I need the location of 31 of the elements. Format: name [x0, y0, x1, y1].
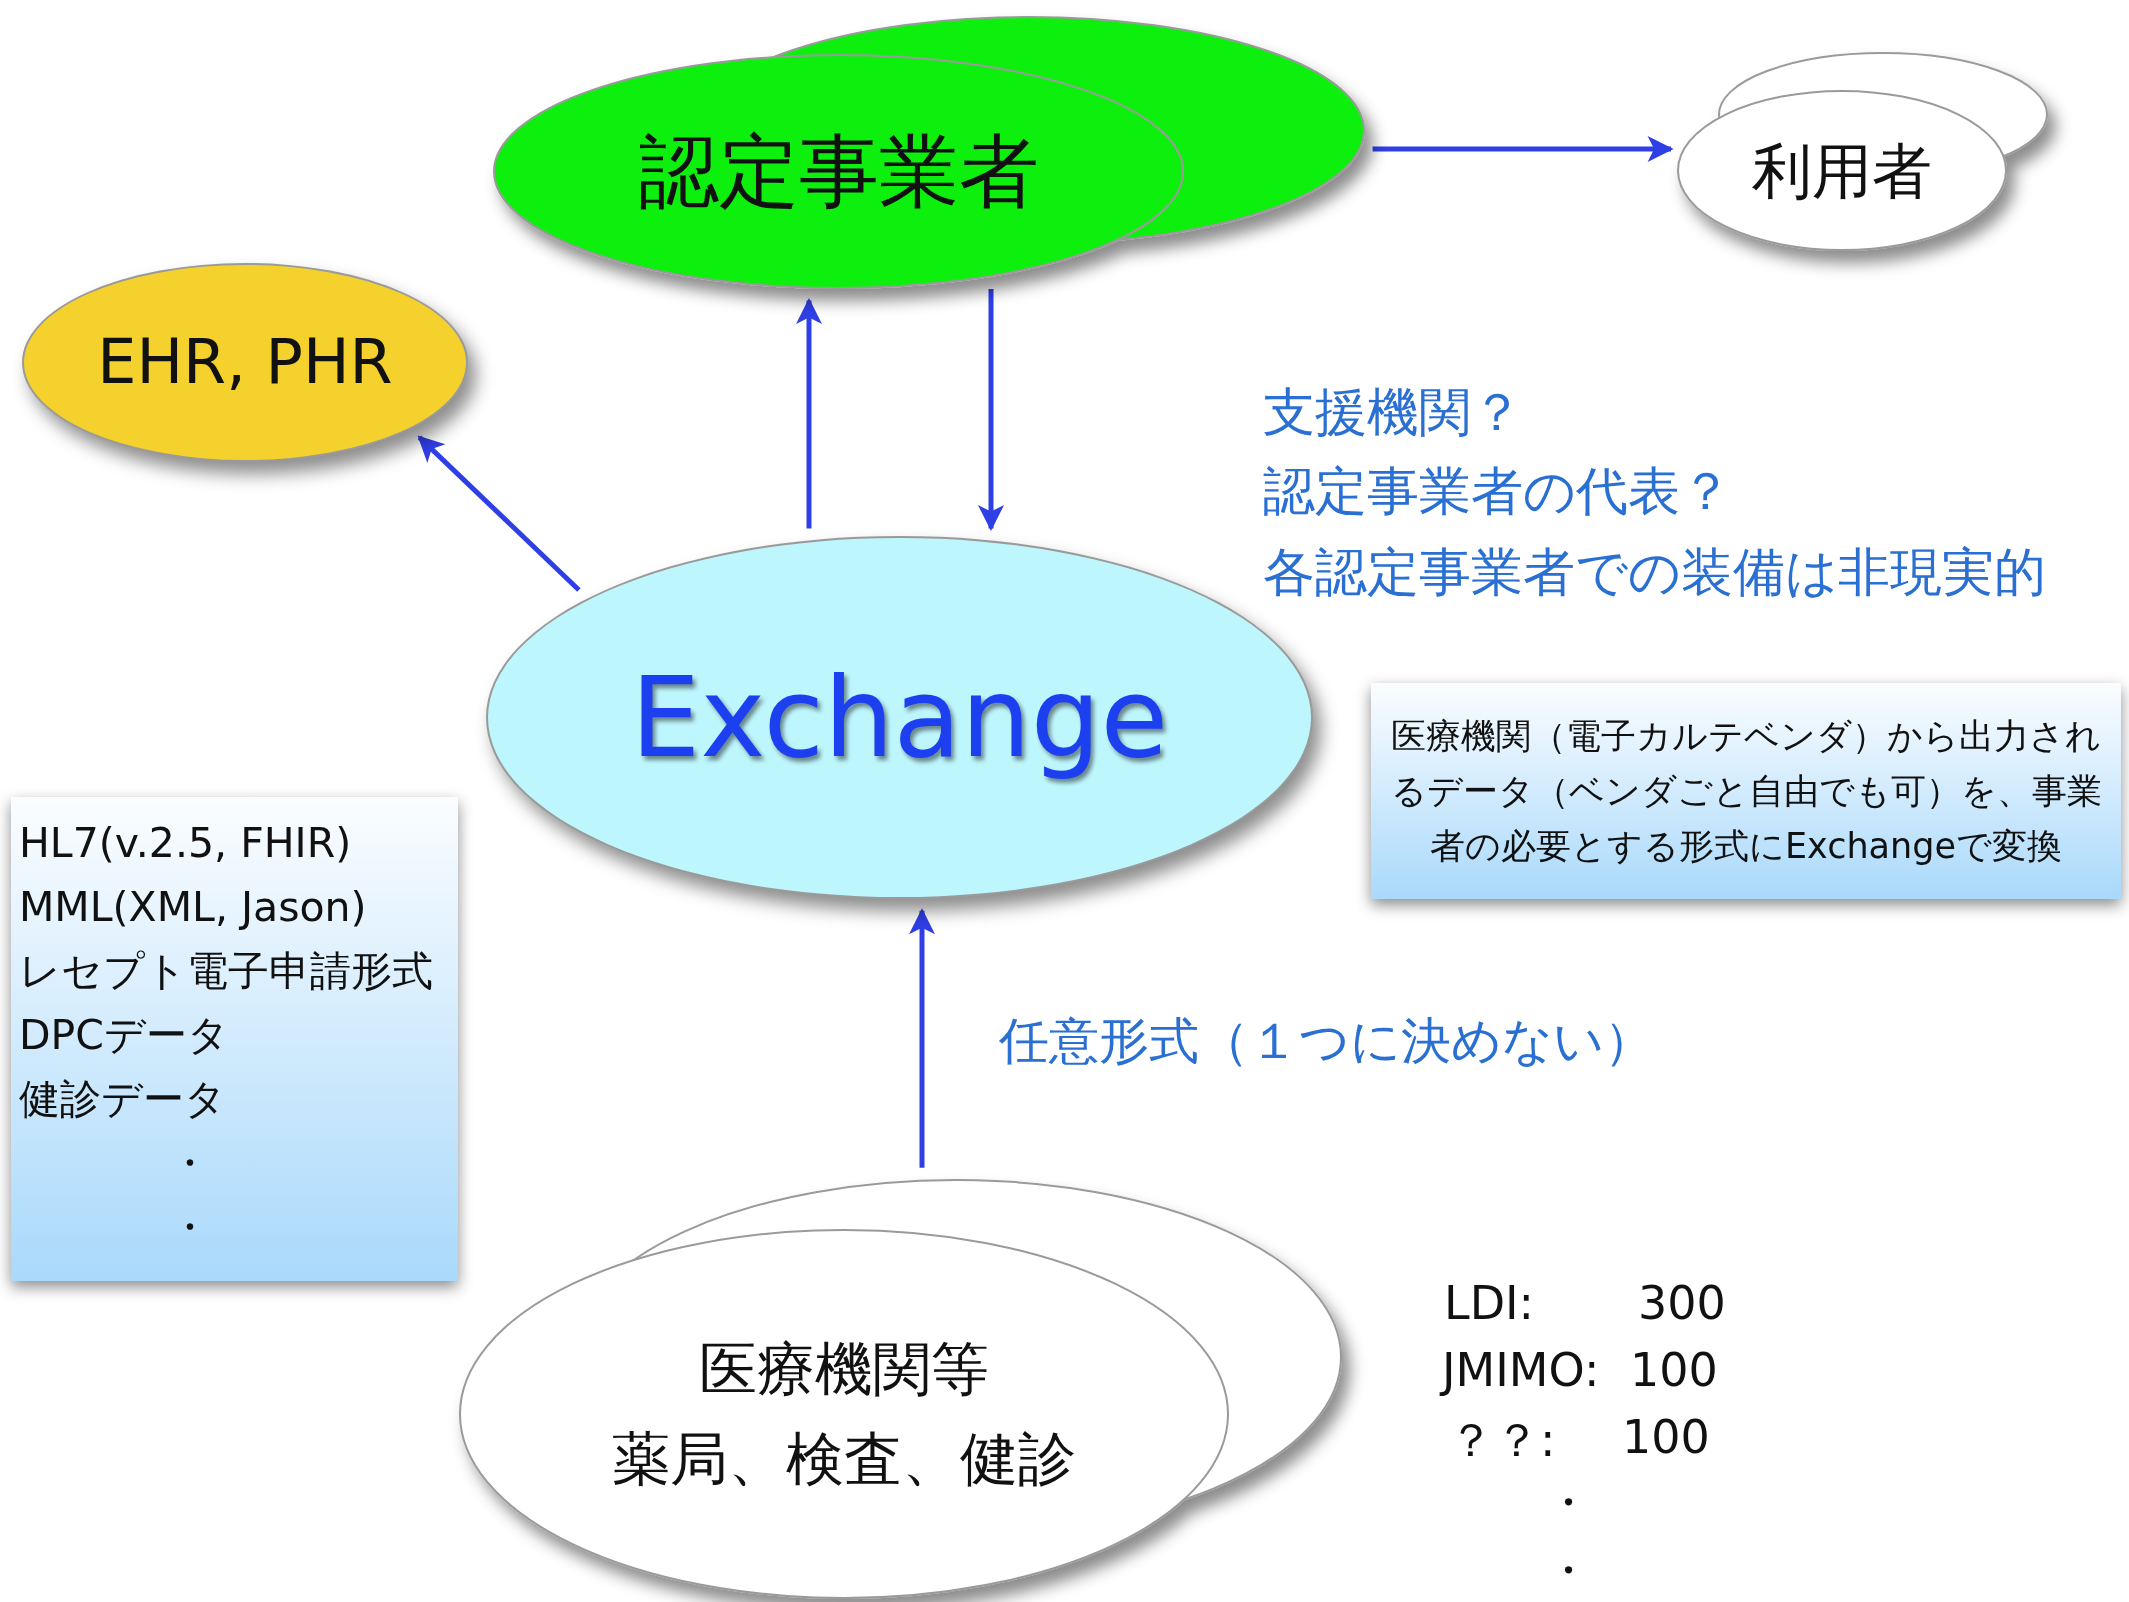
text-panel	[1371, 683, 2121, 899]
note-text: 認定事業者の代表？	[1263, 460, 1732, 523]
node-label: Exchange	[630, 652, 1169, 784]
list-item: ・	[169, 1202, 210, 1253]
list-item: HL7(v.2.5, FHIR)	[19, 818, 352, 869]
node-label: EHR, PHR	[97, 325, 393, 400]
list-item: MML(XML, Jason)	[19, 882, 367, 933]
row-label: LDI:	[1444, 1276, 1535, 1330]
arrow	[417, 435, 581, 592]
node-label: 薬局、検査、健診	[612, 1424, 1076, 1495]
arrow	[1372, 136, 1674, 162]
list-item: ・	[169, 1138, 210, 1189]
arrow	[796, 297, 822, 529]
arrow	[909, 908, 935, 1168]
list-item: 健診データ	[19, 1074, 226, 1125]
text-panel	[11, 797, 458, 1281]
note-text: 各認定事業者での装備は非現実的	[1263, 541, 2046, 604]
arrow	[978, 288, 1004, 532]
value-text: 100	[1622, 1410, 1710, 1464]
ellipsis-dot: ・	[1545, 1542, 1591, 1599]
node-label: 利用者	[1752, 134, 1932, 207]
node-label: 医療機関等	[699, 1334, 989, 1405]
value-text: 100	[1630, 1343, 1718, 1397]
note-text: 支援機関？	[1263, 381, 1523, 444]
value-text: 300	[1638, 1276, 1726, 1330]
note-text: 医療機関（電子カルテベンダ）から出力されるデータ（ベンダごと自由でも可）を、事業者の必要とする形式にExchangeで変換	[1389, 714, 2103, 868]
ellipsis-dot: ・	[1545, 1474, 1591, 1531]
list-item: DPCデータ	[19, 1010, 229, 1061]
node-label: 認定事業者	[638, 123, 1039, 220]
list-item: レセプト電子申請形式	[19, 946, 433, 997]
row-label: ？？:	[1448, 1412, 1556, 1469]
